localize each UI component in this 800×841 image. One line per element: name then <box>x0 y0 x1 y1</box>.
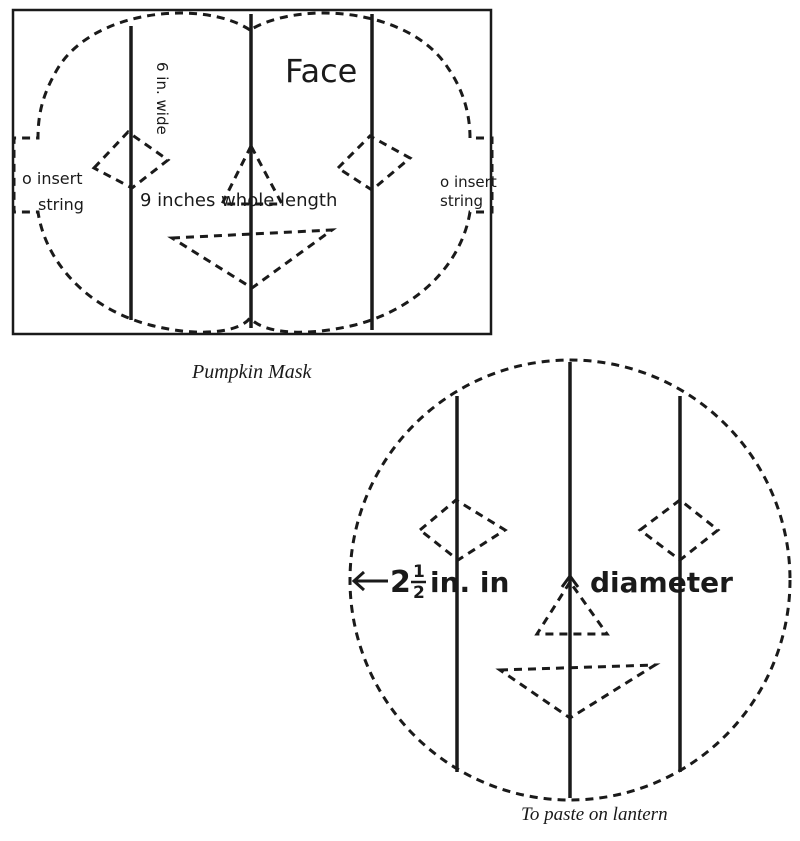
face-label: Face <box>285 52 357 90</box>
diameter-fraction-denominator: 2 <box>413 583 425 603</box>
left-string-line-1: o insert <box>22 169 83 188</box>
lantern-face-outline <box>348 358 792 802</box>
lantern-nose <box>534 579 610 636</box>
right-string-line-2: string <box>440 192 483 210</box>
lantern-caption: To paste on lantern <box>521 804 668 825</box>
mask-caption: Pumpkin Mask <box>191 361 313 383</box>
lantern-left-eye <box>417 498 508 562</box>
lantern-face-diagram: 2 1 2 in. in diameter <box>348 358 792 802</box>
pumpkin-outline <box>12 11 494 334</box>
diameter-unit: in. in <box>430 566 509 599</box>
left-string-line-2: string <box>38 195 84 214</box>
width-note: 6 in. wide <box>153 62 171 135</box>
right-string-note: o insert string <box>440 173 502 210</box>
length-note: 9 inches whole length <box>140 190 337 211</box>
diameter-word: diameter <box>590 566 733 599</box>
up-arrow-icon <box>560 573 580 588</box>
diameter-note: 2 1 2 in. in diameter <box>390 562 733 603</box>
diameter-whole: 2 <box>390 565 411 600</box>
mask-paper-border <box>11 8 493 336</box>
lantern-mouth <box>495 663 661 720</box>
mask-nose <box>219 142 285 206</box>
right-string-line-1: o insert <box>440 173 497 191</box>
diameter-fraction-numerator: 1 <box>413 562 425 582</box>
pumpkin-mask-diagram: Face 6 in. wide o insert string o insert… <box>11 8 502 336</box>
mask-right-eye <box>335 134 413 192</box>
left-arrow-icon <box>351 570 388 592</box>
lantern-right-eye <box>637 498 721 562</box>
left-string-note: o insert string <box>22 169 88 214</box>
mask-left-eye <box>91 130 171 190</box>
